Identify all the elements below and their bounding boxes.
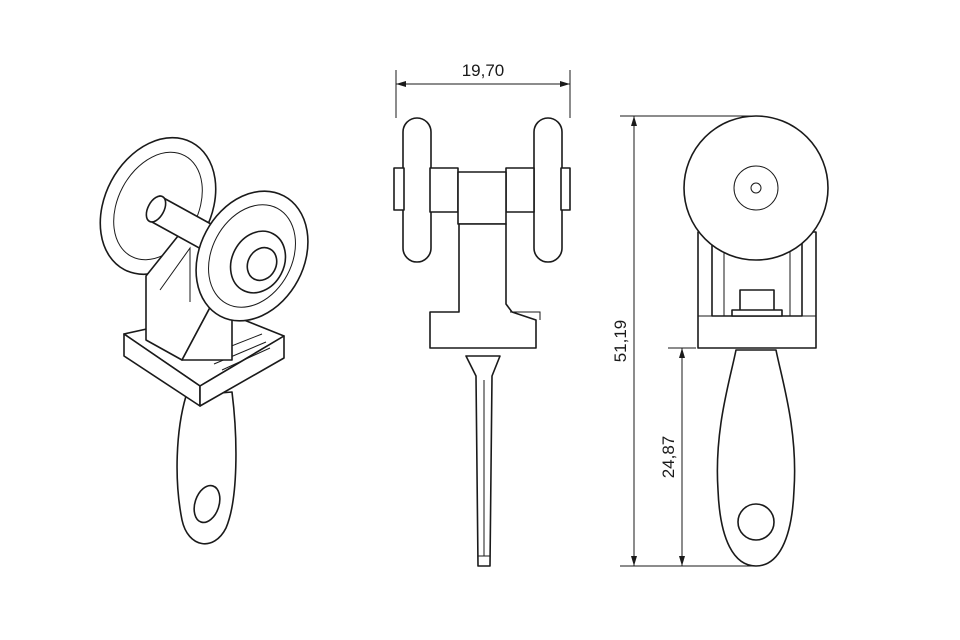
isometric-view	[99, 136, 309, 545]
dimension-handle-height-label: 24,87	[659, 436, 678, 479]
dimension-width: 19,70	[395, 61, 571, 118]
iso-handle	[176, 391, 237, 545]
front-left-wheel	[393, 117, 432, 263]
dimension-handle-height: 24,87	[659, 347, 696, 566]
front-blade	[465, 355, 501, 567]
side-wheel	[683, 115, 829, 261]
side-bracket	[697, 231, 817, 349]
dimension-total-height: 51,19	[611, 115, 756, 567]
front-right-wheel	[533, 117, 571, 263]
front-body	[429, 223, 541, 349]
front-view: 19,70	[393, 61, 571, 567]
side-view: 51,19 24,87	[611, 115, 829, 567]
iso-front-wheel	[195, 190, 309, 322]
front-axle	[429, 167, 535, 225]
side-handle	[716, 349, 796, 567]
dimension-width-label: 19,70	[462, 61, 505, 80]
dimension-total-height-label: 51,19	[611, 320, 630, 363]
